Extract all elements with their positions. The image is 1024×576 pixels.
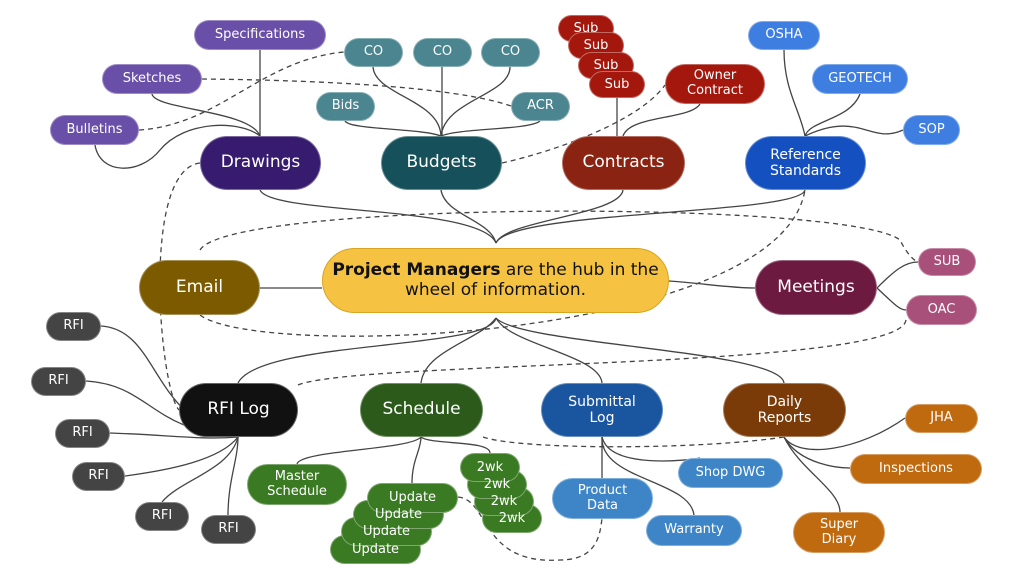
node-sketches[interactable]: Sketches [102,64,202,94]
node-acr[interactable]: ACR [511,92,570,121]
node-master-schedule[interactable]: Master Schedule [247,464,347,505]
node-update-label: Update [351,541,400,557]
solid-connectors [85,49,919,516]
node-budgets[interactable]: Budgets [381,136,502,190]
node-sub[interactable]: Sub [589,71,645,98]
node-warranty[interactable]: Warranty [646,515,742,546]
node-2wk-label: 2wk [476,459,504,475]
node-2wk[interactable]: 2wk [460,453,520,482]
dashed-connectors [138,51,919,561]
node-daily-reports[interactable]: Daily Reports [723,383,846,437]
node-sub-label: Sub [573,20,599,36]
node-sub-label: Sub [583,37,609,53]
node-geotech[interactable]: GEOTECH [812,64,908,94]
node-product-data[interactable]: Product Data [552,478,653,519]
node-sub-label: Sub [604,76,630,92]
node-osha[interactable]: OSHA [748,21,820,50]
node-super-diary[interactable]: Super Diary [793,512,885,553]
node-2wk-label: 2wk [483,476,511,492]
node-co[interactable]: CO [413,38,472,67]
hub-bold-text: Project Managers [332,259,501,280]
node-2wk-label: 2wk [498,510,526,526]
node-rfi[interactable]: RFI [201,515,256,544]
node-jha[interactable]: JHA [905,404,978,433]
node-meetings[interactable]: Meetings [755,260,877,315]
node-update-label: Update [374,506,423,522]
node-specifications[interactable]: Specifications [194,20,326,50]
node-rfi[interactable]: RFI [55,419,110,448]
node-update[interactable]: Update [367,483,458,513]
node-update-label: Update [362,523,411,539]
hub-text: are the hub in the wheel of information. [404,259,659,300]
node-sub-meeting[interactable]: SUB [918,248,976,276]
node-co[interactable]: CO [344,38,403,67]
node-rfi[interactable]: RFI [31,367,86,396]
node-rfi[interactable]: RFI [72,462,125,491]
node-contracts[interactable]: Contracts [562,136,685,190]
node-rfi[interactable]: RFI [135,502,189,531]
node-2wk-label: 2wk [490,493,518,509]
node-rfi-log[interactable]: RFI Log [179,383,298,437]
node-drawings[interactable]: Drawings [200,136,321,190]
node-bids[interactable]: Bids [316,92,375,121]
hub-node[interactable]: Project Managers are the hub in the whee… [322,248,669,313]
node-sop[interactable]: SOP [903,115,960,145]
node-reference-standards[interactable]: Reference Standards [745,136,866,190]
node-sub-label: Sub [593,57,619,73]
node-shop-dwg[interactable]: Shop DWG [678,458,783,488]
node-co[interactable]: CO [481,38,540,67]
node-bulletins[interactable]: Bulletins [50,115,139,145]
node-submittal-log[interactable]: Submittal Log [541,383,663,437]
node-schedule[interactable]: Schedule [360,383,483,437]
node-oac[interactable]: OAC [906,295,977,325]
node-update-label: Update [388,490,437,505]
node-inspections[interactable]: Inspections [850,454,982,484]
node-owner-contract[interactable]: Owner Contract [665,64,765,104]
node-rfi[interactable]: RFI [46,312,101,341]
node-email[interactable]: Email [139,260,260,315]
